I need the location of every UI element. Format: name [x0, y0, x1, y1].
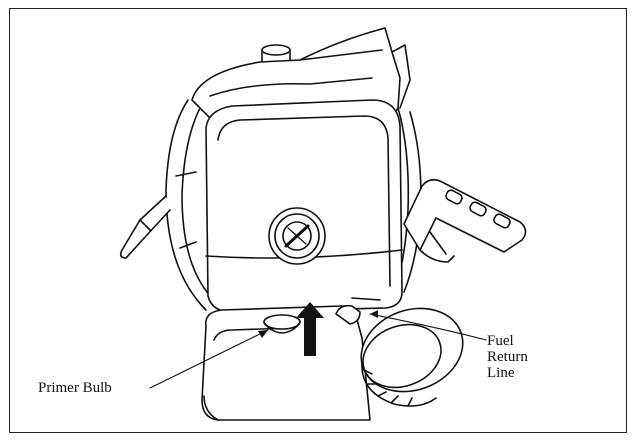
primer-bulb: [263, 314, 301, 334]
left-frame: [165, 99, 215, 311]
fuel-return-arrowhead: [370, 310, 378, 318]
starter-handle: [403, 178, 527, 263]
primer-bulb-leader: [149, 329, 269, 389]
up-arrow: [296, 302, 324, 356]
primer-bulb-label: Primer Bulb: [38, 380, 112, 396]
fuel-return-line-label-line-3: Line: [487, 365, 515, 381]
top-cap: [261, 44, 291, 63]
fuel-cap: [360, 307, 464, 407]
fuel-return-line-label-line-2: Return: [487, 349, 528, 365]
front-cover: [205, 99, 403, 313]
fuel-return-line-label: Fuel Return Line: [487, 333, 528, 381]
center-knob: [268, 207, 326, 265]
left-lever: [119, 195, 171, 259]
fuel-return-leader: [369, 313, 487, 341]
return-line-fitting: [335, 297, 381, 325]
fuel-return-line-label-line-1: Fuel: [487, 333, 514, 349]
primer-bulb-arrowhead: [258, 330, 268, 338]
